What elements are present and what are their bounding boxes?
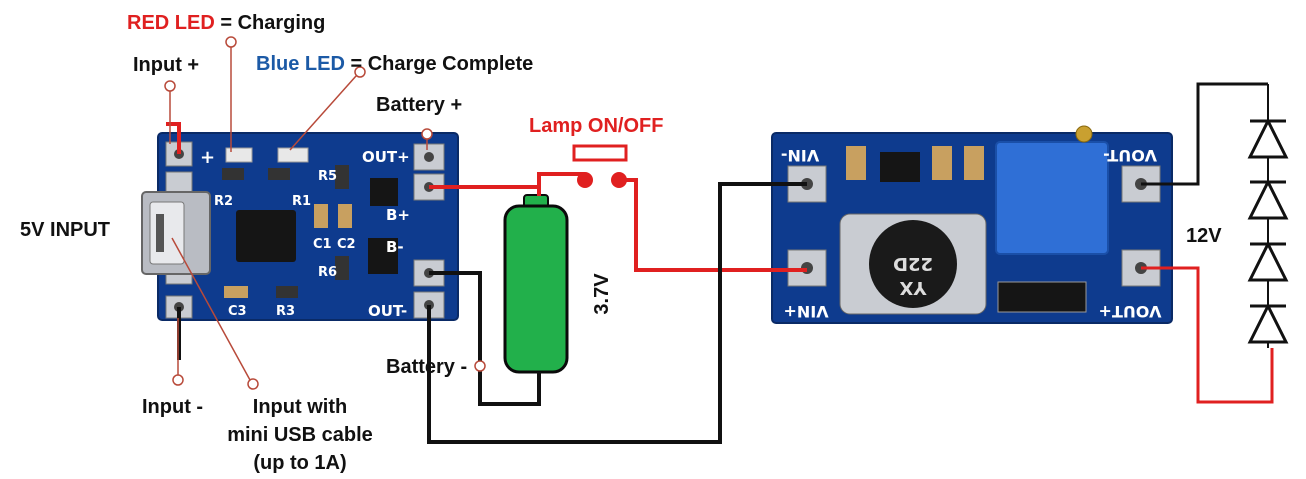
resistor-r3 (276, 286, 298, 298)
wire-out-minus-vin-minus (427, 182, 807, 444)
booster-module: 22D YX VIN- VIN+ VOUT- VOUT+ (771, 125, 1173, 324)
led-2 (1247, 178, 1289, 220)
label-charging: = Charging (215, 12, 326, 34)
silk-vout-plus: VOUT+ (1098, 302, 1161, 321)
label-usb-line3: (up to 1A) (253, 452, 346, 474)
capacitor-c3 (224, 286, 248, 298)
booster-ic (880, 152, 920, 182)
charger-module: + R2 R1 R5 C1 C2 R6 C3 R3 OUT+ B+ B- OUT… (141, 132, 459, 321)
label-blue-led: Blue LED (256, 53, 345, 75)
inductor-code-1: 22D (893, 253, 933, 274)
silk-r5: R5 (318, 169, 337, 184)
battery-body (503, 204, 569, 374)
charger-ic (236, 210, 296, 262)
label-lamp-switch: Lamp ON/OFF (529, 115, 663, 137)
inductor-code-2: YX (899, 277, 927, 298)
wire-battery-plus (429, 172, 585, 189)
silk-out-plus: OUT+ (362, 148, 410, 166)
booster-cap-1 (846, 146, 866, 180)
led-1 (1247, 117, 1289, 159)
red-led (225, 147, 253, 163)
resistor-r6 (335, 256, 349, 280)
capacitor-c2 (338, 204, 352, 228)
silk-vin-minus: VIN- (781, 146, 819, 165)
led-3 (1247, 240, 1289, 282)
led-4 (1247, 302, 1289, 344)
silk-r6: R6 (318, 265, 337, 280)
label-red-led: RED LED (127, 12, 215, 34)
capacitor-c1 (314, 204, 328, 228)
label-battery-plus: Battery + (376, 94, 462, 116)
silk-b-minus: B- (386, 238, 404, 256)
pad-left-2 (165, 171, 193, 195)
label-usb-line1: Input with (253, 396, 347, 418)
resistor-r1 (268, 168, 290, 180)
silk-c3: C3 (228, 304, 247, 319)
trimpot-screw (1075, 125, 1093, 143)
mosfet-1 (370, 178, 398, 206)
wire-vout-plus (1141, 266, 1274, 404)
switch-lever (572, 144, 628, 162)
silk-r1: R1 (292, 194, 311, 209)
silk-c1: C1 (313, 237, 332, 252)
blue-led (277, 147, 309, 163)
label-usb-line2: mini USB cable (227, 424, 373, 446)
wire-battery-minus (429, 271, 541, 406)
silk-r2: R2 (214, 194, 233, 209)
silk-c2: C2 (337, 237, 356, 252)
silk-r3: R3 (276, 304, 295, 319)
led-string (1247, 84, 1289, 348)
label-output-voltage: 12V (1186, 225, 1222, 247)
schottky-diode (997, 281, 1087, 313)
wire-vout-minus (1141, 82, 1268, 186)
label-led-charging: RED LED = Charging (127, 12, 325, 34)
resistor-r5 (335, 165, 349, 189)
label-input-plus: Input + (133, 54, 199, 76)
silk-vin-plus: VIN+ (783, 302, 828, 321)
label-battery-minus: Battery - (386, 356, 467, 378)
silk-plus: + (200, 147, 215, 168)
wires (166, 82, 1274, 444)
booster-cap-3 (964, 146, 984, 180)
trimpot (995, 141, 1109, 255)
label-input-minus: Input - (142, 396, 203, 418)
battery (503, 194, 569, 374)
booster-cap-2 (932, 146, 952, 180)
silk-b-plus: B+ (386, 206, 410, 224)
mosfet-2 (368, 238, 398, 274)
silk-vout-minus: VOUT- (1103, 146, 1157, 165)
callout-lines (164, 36, 486, 390)
inductor (869, 220, 957, 308)
label-battery-voltage: 3.7V (591, 273, 613, 315)
label-5v-input: 5V INPUT (20, 219, 110, 241)
label-led-complete: Blue LED = Charge Complete (256, 53, 533, 75)
resistor-r2 (222, 168, 244, 180)
silk-out-minus: OUT- (368, 302, 407, 320)
label-charge-complete: = Charge Complete (345, 53, 533, 75)
